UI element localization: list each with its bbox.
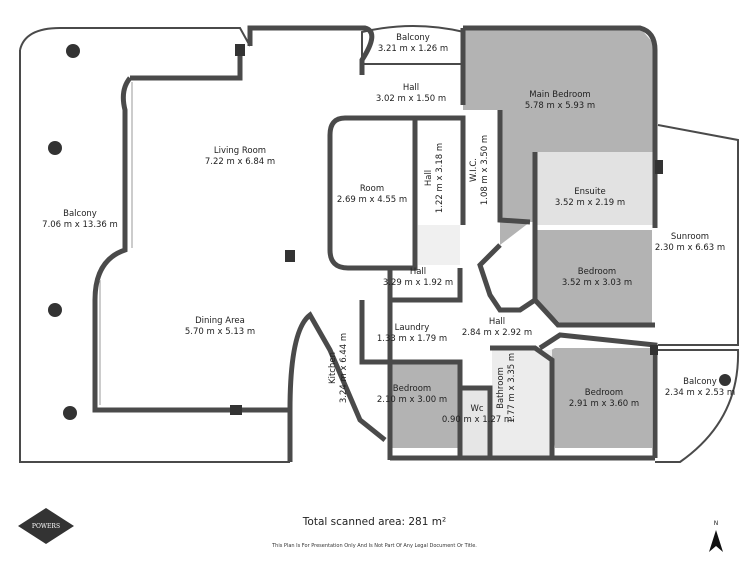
room-name: Balcony: [396, 33, 430, 43]
room-size: 1.22 m x 3.18 m: [435, 143, 445, 213]
room-name: Balcony: [63, 209, 97, 219]
room-name: Hall: [403, 83, 419, 93]
room-size: 3.29 m x 1.92 m: [383, 278, 453, 288]
room-name: Sunroom: [671, 232, 709, 242]
living-inner-windows: [99, 82, 133, 405]
room-name: Ensuite: [574, 187, 606, 197]
room-name: Bathroom: [496, 367, 506, 409]
main-bedroom-walls: [460, 25, 658, 228]
svg-text:Bathroom1.77 m x 3.35 m: Bathroom1.77 m x 3.35 m: [496, 353, 517, 423]
room-name: Hall: [489, 317, 505, 327]
room-size: 3.52 m x 3.03 m: [562, 278, 632, 288]
room-size: 3.52 m x 2.19 m: [555, 198, 625, 208]
room-size: 5.78 m x 5.93 m: [525, 101, 595, 111]
room-size: 2.69 m x 4.55 m: [337, 195, 407, 205]
room-size: 2.84 m x 2.92 m: [462, 328, 532, 338]
room-name: Bedroom: [393, 384, 431, 394]
bedroom-floor-2: [390, 362, 460, 448]
small-balcony-outline: [655, 349, 740, 463]
svg-text:N: N: [714, 520, 719, 527]
laundry-walls: [359, 300, 390, 365]
room-size: 0.90 m x 1.27 m: [442, 415, 512, 425]
room-name: Dining Area: [195, 316, 245, 326]
room-size: 5.70 m x 5.13 m: [185, 327, 255, 337]
svg-text:POWERS: POWERS: [32, 523, 60, 530]
room-size: 1.33 m x 1.79 m: [377, 334, 447, 344]
room-name: Laundry: [395, 323, 430, 333]
bathroom-floor: [492, 350, 552, 458]
room-name: Kitchen: [328, 352, 338, 384]
room-size: 3.21 m x 1.26 m: [378, 44, 448, 54]
north-arrow-icon: N: [709, 520, 723, 552]
svg-text:W.I.C.1.08 m x 3.50 m: W.I.C.1.08 m x 3.50 m: [469, 135, 490, 205]
room-size: 1.08 m x 3.50 m: [480, 135, 490, 205]
room-size: 3.02 m x 1.50 m: [376, 94, 446, 104]
svg-text:Wc0.90 m x 1.27 m: Wc0.90 m x 1.27 m: [442, 404, 512, 425]
ensuite-floor: [535, 152, 655, 225]
room-size: 3.24 m x 6.44 m: [339, 333, 349, 403]
room-name: Hall: [424, 170, 434, 186]
room-name: Bedroom: [585, 388, 623, 398]
room-walls: [327, 115, 466, 271]
room-size: 2.34 m x 2.53 m: [665, 388, 735, 398]
room-name: Living Room: [214, 146, 266, 156]
hall-floor: [418, 225, 460, 265]
bedroom-floor-1: [537, 230, 652, 323]
wc-floor: [462, 390, 490, 458]
room-name: Balcony: [683, 377, 717, 387]
outer-balcony-outline: [19, 27, 290, 463]
powers-logo: POWERS: [18, 508, 74, 544]
room-size: 2.30 m x 6.63 m: [655, 243, 725, 253]
room-size: 2.10 m x 3.00 m: [377, 395, 447, 405]
svg-text:Hall1.22 m x 3.18 m: Hall1.22 m x 3.18 m: [424, 143, 445, 213]
room-size: 7.06 m x 13.36 m: [42, 220, 118, 230]
room-name: Hall: [410, 267, 426, 277]
room-size: 1.77 m x 3.35 m: [507, 353, 517, 423]
room-name: W.I.C.: [469, 158, 479, 182]
columns: [48, 44, 731, 420]
svg-text:Kitchen3.24 m x 6.44 m: Kitchen3.24 m x 6.44 m: [328, 333, 349, 403]
room-name: Room: [360, 184, 384, 194]
room-name: Bedroom: [578, 267, 616, 277]
room-size: 7.22 m x 6.84 m: [205, 157, 275, 167]
total-area: Total scanned area: 281 m²: [302, 516, 447, 528]
bedroom-floor-3: [542, 348, 652, 448]
sunroom-outline: [657, 124, 739, 346]
room-name: Main Bedroom: [529, 90, 590, 100]
room-name: Wc: [470, 404, 483, 414]
living-walls: [92, 25, 387, 462]
room-size: 2.91 m x 3.60 m: [569, 399, 639, 409]
disclaimer: This Plan Is For Presentation Only And I…: [272, 543, 477, 549]
